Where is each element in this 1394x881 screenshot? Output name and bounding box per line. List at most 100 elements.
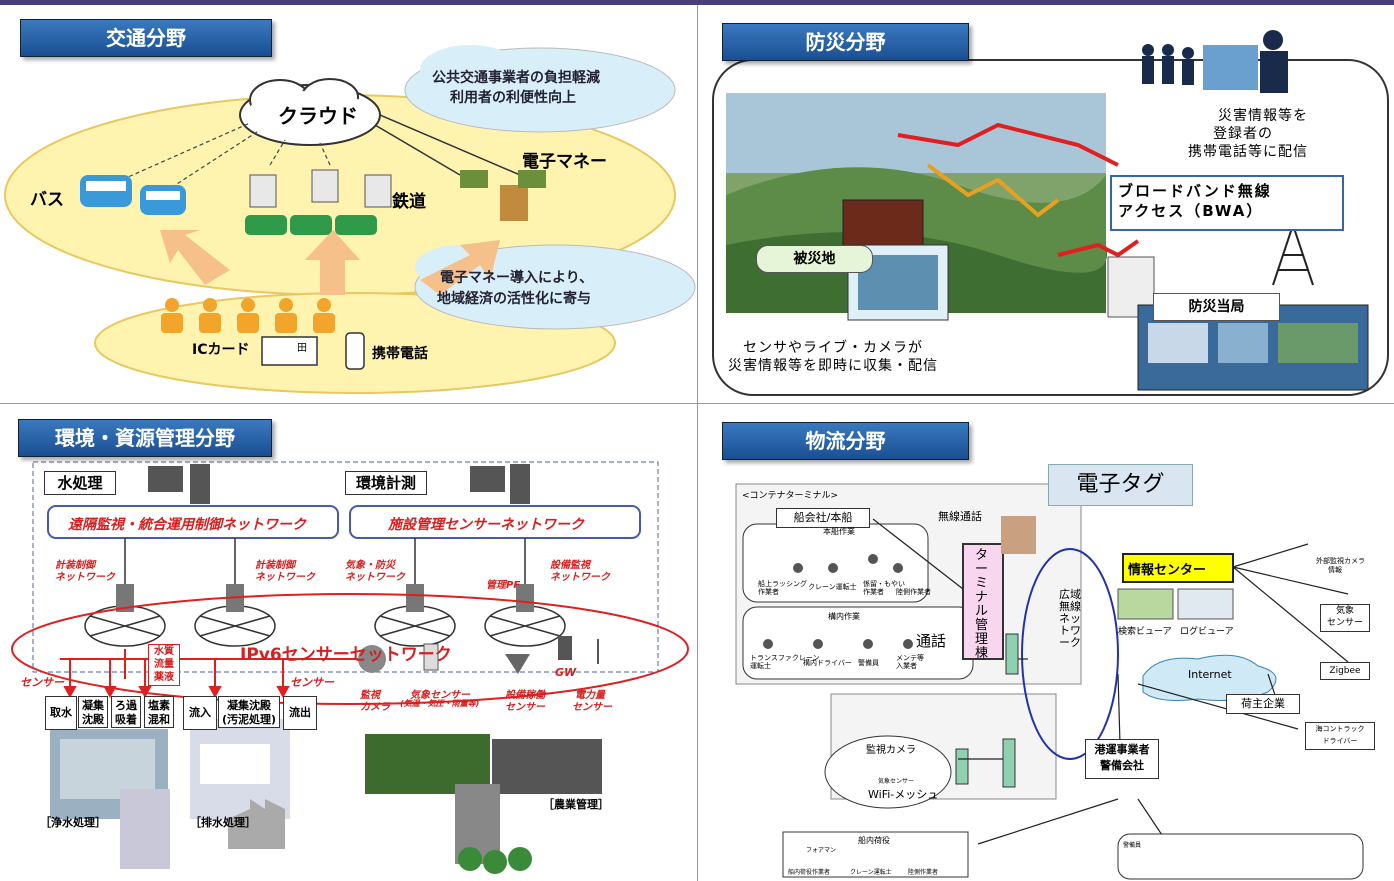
ctrl1-label-1: 計装制御: [55, 560, 95, 571]
bwa-line1: ブロードバンド無線: [1118, 182, 1272, 200]
yard-person-4: メンテ等 入業者: [896, 654, 924, 670]
bubble-top-line2: 利用者の利便性向上: [450, 90, 576, 106]
sensor-text-2: 災害情報等を即時に収集・配信: [728, 358, 938, 374]
info-text-1: 災害情報等を: [1218, 108, 1308, 124]
weather-label-1: 気象: [1335, 606, 1354, 616]
ctrl1-label-2: ネットワーク: [55, 572, 115, 583]
truck-label-1: 海コントラック: [1315, 725, 1365, 733]
surv-cam-label: 監視カメラ: [866, 745, 916, 756]
net-right-label: 施設管理センサーネットワーク: [388, 517, 584, 533]
people-icons: [763, 554, 913, 649]
onboard-person-3: 係留・もやい 作業者: [863, 580, 905, 596]
traffic-graphics: [4, 45, 696, 394]
signal-bolt-icon: [926, 163, 1060, 218]
authority-label: 防災当局: [1153, 293, 1280, 321]
iccard-label: ICカード: [192, 342, 250, 358]
guard-label: 警備員: [1123, 842, 1142, 849]
cam-label-1: 監視: [360, 690, 380, 701]
cam-label-2: カメラ: [360, 702, 390, 713]
proc-filter: ろ過 吸着: [111, 696, 141, 728]
quadrant-divider-horizontal: [0, 403, 1394, 404]
operator-icon: [1001, 516, 1036, 554]
bus-icon: [80, 175, 186, 215]
log-viewer-label: ログビューア: [1180, 627, 1234, 637]
traffic-panel: 交通分野 クラウド 公共交通事業者の負担軽減 利用者の利便性向上 電子マネー導入…: [0, 5, 697, 403]
card-mark: 田: [297, 343, 307, 354]
gate-icon: [249, 169, 392, 208]
call-label: 通話: [916, 630, 947, 651]
wifi-label: WiFi-メッシュ: [868, 788, 939, 801]
top-accent-bar: [0, 0, 1394, 5]
sensor-right-label: センサー: [290, 676, 334, 689]
yard-person-2: 構内ドライバー: [803, 659, 852, 667]
wsensor-label-2: (気温・気圧・雨量等): [400, 699, 480, 708]
ic-card-icon: [261, 336, 318, 366]
environment-panel: 環境・資源管理分野 水処理 環境計測 遠隔監視・統合運用制御ネットワーク 施設管…: [0, 404, 697, 881]
ext-cam-label-1: 外部監視カメラ: [1316, 557, 1365, 565]
ext-cam-label-2: 情報: [1328, 566, 1342, 574]
ctrl2-label-1: 計装制御: [255, 560, 295, 571]
truck-label-2: ドライバー: [1322, 737, 1358, 745]
traffic-title: 交通分野: [20, 19, 272, 57]
port-label-2: 警備会社: [1100, 759, 1144, 772]
info-text-2: 登録者の: [1213, 126, 1273, 142]
bwa-box: [1110, 175, 1344, 231]
rail-label: 鉄道: [392, 192, 426, 212]
arrow-icons: [160, 230, 500, 295]
people-icon: [1142, 30, 1288, 93]
power-label-2: センサー: [572, 702, 612, 713]
bwa-line2: アクセス（BWA）: [1118, 202, 1264, 220]
quality-box: 水質 流量 薬液: [148, 644, 180, 686]
cloud-label: クラウド: [278, 104, 358, 128]
cloud-icon: [239, 78, 381, 146]
shop-icon: [460, 170, 546, 221]
eqsensor-label-2: センサー: [505, 702, 545, 713]
disaster-title: 防災分野: [722, 23, 969, 61]
yard-label: 構内作業: [828, 612, 860, 621]
sensor-text-1: センサやライブ・カメラが: [743, 340, 923, 356]
bubble-bottom: [414, 244, 696, 330]
cargo-label: 船内荷役: [858, 836, 890, 845]
cargo-person-1: フォアマン: [806, 847, 837, 854]
etag-label: 電子タグ: [1048, 464, 1193, 506]
ipv6-label: IPv6センサーセットワーク: [240, 645, 452, 665]
weather-label-2: センサー: [1326, 618, 1363, 628]
phone-label: 携帯電話: [372, 346, 428, 362]
proc-inflow: 流入: [183, 696, 217, 730]
port-label-1: 港運事業者: [1094, 743, 1150, 756]
bubble-bottom-line2: 地域経済の活性化に寄与: [437, 291, 591, 307]
radio-label: 無線通話: [938, 510, 982, 523]
people-icons: [161, 298, 335, 333]
weather-box: 気象 センサー: [1320, 604, 1370, 632]
yard-person-3: 警備員: [858, 659, 879, 667]
info-text-3: 携帯電話等に配信: [1188, 144, 1308, 160]
envmeasure-box: 環境計測: [345, 471, 427, 495]
wan-label: 広域無線ネットワーク: [1059, 588, 1081, 649]
proc-intake: 取水: [45, 696, 77, 730]
search-viewer-label: 検索ビューア: [1118, 627, 1172, 637]
net-left-label: 遠隔監視・統合運用制御ネットワーク: [68, 517, 306, 533]
term-mgmt-label: ターミナル管理棟: [975, 548, 989, 661]
search-viewer-screen: [1117, 588, 1174, 620]
wsensor-label-1: 気象センサー: [410, 690, 470, 701]
wsensor-label: 気象センサー: [878, 778, 915, 785]
gw-label: GW: [555, 666, 577, 679]
ctrl2-label-2: ネットワーク: [255, 572, 315, 583]
onboard-person-2: クレーン運転士: [808, 583, 857, 591]
sensor-devices: [358, 636, 599, 674]
truck-box: 海コントラック ドライバー: [1305, 722, 1375, 750]
quality-2: 流量: [154, 659, 174, 670]
internet-label: Internet: [1188, 668, 1232, 681]
bubble-bottom-line1: 電子マネー導入により、: [440, 270, 594, 286]
logistics-graphics: [735, 483, 1364, 880]
equip-net-1: 設備監視: [550, 560, 590, 571]
cargo-person-3: クレーン運転士: [850, 869, 892, 876]
logistics-title: 物流分野: [722, 422, 969, 460]
weather-net-1: 気象・防災: [345, 560, 395, 571]
farm-label: ［農業管理］: [543, 798, 609, 811]
water-box: 水処理: [44, 471, 116, 495]
screen-icon: [1203, 45, 1258, 90]
proc-sludge: 凝集沈殿 (汚泥処理): [218, 696, 280, 728]
quality-1: 水質: [154, 646, 174, 657]
zigbee-box: Zigbee: [1320, 662, 1370, 680]
